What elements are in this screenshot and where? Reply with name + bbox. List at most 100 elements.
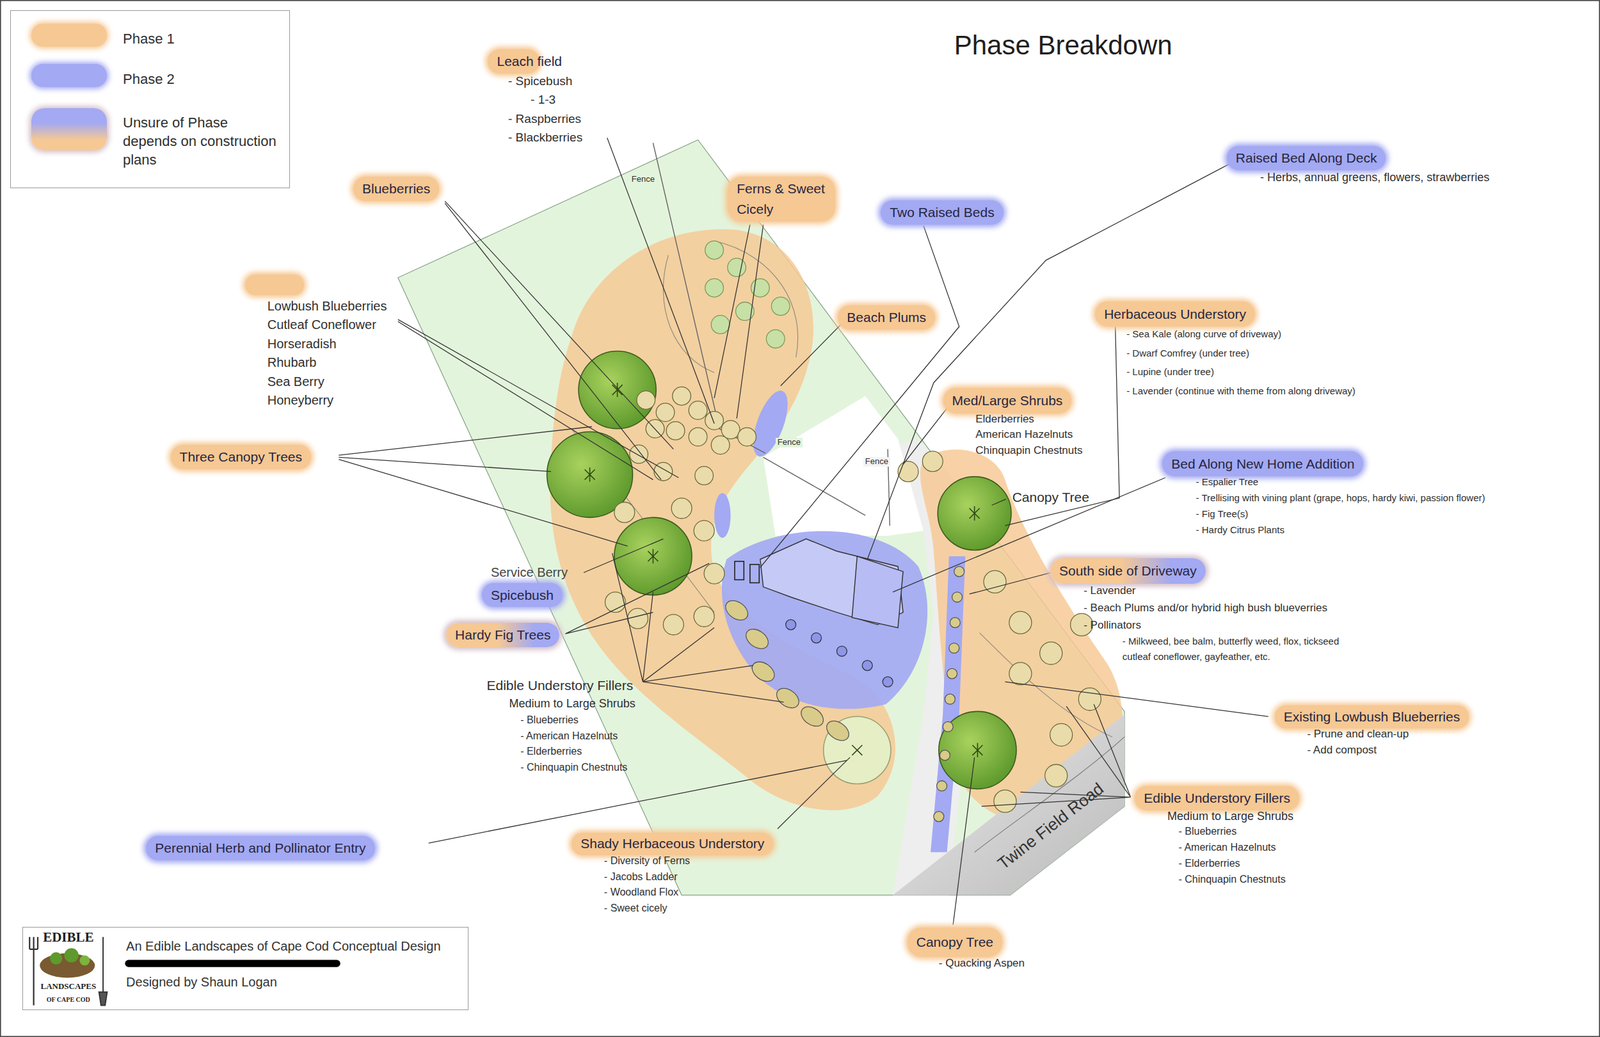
small-shrub bbox=[952, 592, 963, 603]
shrub-group bbox=[785, 619, 893, 687]
shrub bbox=[695, 466, 714, 486]
logo-plant bbox=[49, 952, 63, 965]
phase2-area bbox=[721, 531, 928, 710]
plant-list-item: - Elderberries bbox=[520, 745, 582, 758]
small-shrub bbox=[882, 676, 893, 687]
logo-plant bbox=[64, 947, 79, 962]
plant-list-item: Medium to Large Shrubs bbox=[1167, 808, 1294, 825]
shrub bbox=[1009, 611, 1032, 634]
callout-heading: Ferns & Sweet Cicely bbox=[736, 178, 827, 220]
shrub bbox=[705, 278, 724, 297]
deck bbox=[851, 556, 904, 628]
shrub-group bbox=[604, 386, 1101, 813]
legend-label: Phase 2 bbox=[122, 69, 175, 89]
phase-callout: Existing Lowbush Blueberries- Prune and … bbox=[1283, 707, 1460, 759]
leader-line bbox=[444, 200, 674, 480]
leader-line bbox=[777, 757, 850, 829]
shrub bbox=[663, 614, 684, 635]
shrub bbox=[1050, 723, 1073, 746]
plant-label: Service Berry bbox=[490, 565, 568, 580]
legend-label: Unsure of Phase depends on construction … bbox=[122, 113, 281, 169]
leader-line bbox=[1004, 326, 1120, 526]
raised-bed bbox=[750, 564, 760, 584]
plant-list-item: Elderberries bbox=[975, 411, 1035, 428]
callout-heading: Edible Understory Fillers bbox=[487, 677, 634, 694]
shrub bbox=[1078, 688, 1101, 711]
leader-line bbox=[612, 552, 784, 703]
phase-callout: Edible Understory FillersMedium to Large… bbox=[1143, 787, 1294, 888]
legend-entry: Phase 1 bbox=[10, 29, 290, 56]
logo-text: OF CAPE COD bbox=[46, 995, 91, 1004]
plant-list-item: - Fig Tree(s) bbox=[1196, 506, 1249, 523]
callout-heading: Herbaceous Understory bbox=[1104, 303, 1247, 325]
legend-label: Phase 1 bbox=[122, 29, 175, 48]
phase-callout: Herbaceous Understory- Sea Kale (along c… bbox=[1104, 303, 1356, 400]
shrub-group bbox=[705, 240, 790, 348]
leader-line bbox=[583, 538, 664, 573]
shrub bbox=[897, 461, 919, 482]
small-shrub bbox=[949, 617, 960, 628]
plant-list-item: - Herbs, annual greens, flowers, strawbe… bbox=[1260, 168, 1490, 187]
shrub bbox=[1040, 641, 1063, 665]
callout-heading: Bed Along New Home Addition bbox=[1171, 453, 1355, 475]
phase-callout: Raised Bed Along Deck- Herbs, annual gre… bbox=[1235, 147, 1490, 187]
shrub bbox=[737, 427, 757, 447]
tree-label: Canopy Tree bbox=[1012, 489, 1090, 505]
leader-line bbox=[992, 499, 1007, 506]
small-shrub bbox=[947, 668, 958, 679]
sketch-line bbox=[571, 240, 1113, 737]
plant-list-item: - Trellising with vining plant (grape, h… bbox=[1196, 490, 1486, 507]
small-shrub bbox=[942, 721, 953, 732]
shrub bbox=[721, 420, 740, 440]
plant-list-item: Rhubarb bbox=[267, 353, 317, 373]
fence-line bbox=[652, 142, 890, 526]
legend-swatch bbox=[31, 23, 107, 47]
shrub bbox=[771, 296, 790, 316]
callout-heading: Two Raised Beds bbox=[889, 202, 994, 223]
phase-callout: Three Canopy Trees bbox=[179, 446, 303, 468]
plant-list-item: Chinquapin Chestnuts bbox=[975, 442, 1083, 459]
shrub bbox=[672, 386, 692, 406]
plant-list-item: - Dwarf Comfrey (under tree) bbox=[1126, 343, 1250, 363]
plant-list-item: - Chinquapin Chestnuts bbox=[1178, 871, 1286, 888]
plant-list-item: - Lupine (under tree) bbox=[1126, 362, 1215, 382]
callout-heading: Raised Bed Along Deck bbox=[1235, 147, 1378, 169]
phase-callout: Ferns & Sweet Cicely bbox=[736, 178, 827, 220]
plant-list-item: Sea Berry bbox=[267, 372, 325, 392]
small-shrub bbox=[936, 780, 948, 792]
callout-heading: Edible Understory Fillers bbox=[1143, 787, 1291, 809]
phase-callout: Blueberries bbox=[362, 178, 431, 200]
leader-lines bbox=[338, 137, 1268, 925]
phase2-area bbox=[930, 556, 966, 852]
house-site bbox=[763, 396, 924, 536]
plant-list-item: - Add compost bbox=[1306, 742, 1377, 759]
leader-line bbox=[760, 225, 960, 568]
callout-heading: Blueberries bbox=[362, 178, 431, 200]
phase-callout: Beach Plums bbox=[846, 307, 927, 328]
shrub bbox=[742, 625, 772, 653]
phase-callout: Bed Along New Home Addition- Espalier Tr… bbox=[1171, 453, 1485, 538]
plant-list-item: Lowbush Blueberries bbox=[267, 296, 388, 317]
shrub bbox=[705, 411, 724, 431]
callout-heading: Med/Large Shrubs bbox=[952, 389, 1064, 411]
leader-line bbox=[714, 224, 764, 419]
shrub bbox=[704, 563, 725, 584]
plant-list-item: - Blueberries bbox=[520, 714, 579, 726]
logo-text: LANDSCAPES bbox=[40, 981, 96, 992]
callout-heading: Shady Herbaceous Understory bbox=[580, 834, 765, 854]
fence-label: Fence bbox=[629, 174, 657, 185]
phase-callout: Hardy Fig Trees bbox=[455, 624, 551, 646]
callout-heading: Existing Lowbush Blueberries bbox=[1283, 707, 1460, 727]
plant-list-item: - Sweet cicely bbox=[604, 900, 668, 917]
logo-plant bbox=[79, 954, 90, 966]
credit-text: An Edible Landscapes of Cape Cod Concept… bbox=[126, 936, 441, 956]
leader-line bbox=[1004, 681, 1268, 717]
phase-callout: Spicebush bbox=[490, 584, 554, 606]
plant-list-item: Cutleaf Coneflower bbox=[267, 315, 377, 335]
tree-mark bbox=[584, 382, 984, 758]
small-shrub bbox=[949, 643, 960, 654]
plant-list-item: - 1-3 bbox=[530, 90, 556, 110]
fence-label: Fence bbox=[863, 456, 891, 467]
